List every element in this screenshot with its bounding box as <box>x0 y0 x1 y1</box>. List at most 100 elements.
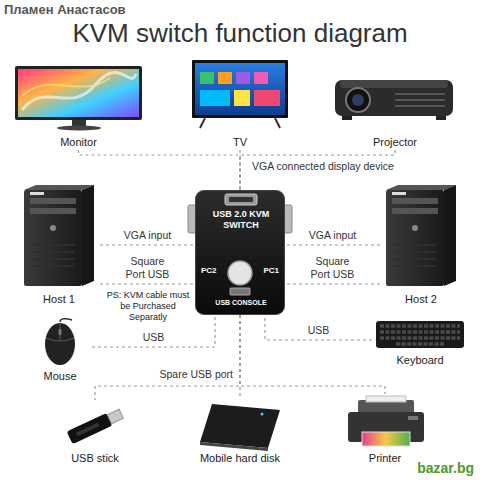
projector-picture <box>335 80 453 120</box>
device-label: Mouse <box>43 369 76 383</box>
tower-logo <box>30 192 44 195</box>
vga-port <box>225 194 257 205</box>
picture-space <box>336 394 434 448</box>
monitor-swirl <box>22 78 110 96</box>
picture-space <box>330 62 460 132</box>
device-node: Monitor <box>12 62 145 150</box>
keyboard-picture <box>376 321 464 348</box>
tv-tile <box>236 72 250 84</box>
device-node: Host 1 <box>18 183 100 307</box>
monitor-swirl <box>22 72 136 110</box>
device-node: TV <box>185 58 295 150</box>
pc-label: PC1 <box>263 266 279 276</box>
host-tower <box>24 185 94 286</box>
usb-stick-body <box>67 413 113 444</box>
tower-power <box>412 225 418 231</box>
tower-front <box>386 190 444 286</box>
printer-photo <box>362 432 410 446</box>
monitor-screen <box>18 69 139 117</box>
vga-port-inner <box>229 197 253 202</box>
tower-power <box>50 225 56 231</box>
connector-label: Square Port USB <box>306 255 360 281</box>
printer-picture <box>348 396 424 446</box>
device-node: Host 2 <box>380 183 462 307</box>
printer-paper-in <box>366 396 406 402</box>
tower-bay <box>30 208 76 214</box>
projector-top <box>340 80 448 88</box>
picture-space <box>380 183 462 289</box>
picture-space <box>28 318 92 366</box>
hard-disk-led <box>261 413 264 416</box>
device-label: USB stick <box>71 451 119 465</box>
device-label: Projector <box>373 135 417 149</box>
picture-space <box>52 400 138 448</box>
connector-line <box>285 244 380 245</box>
device-node: Mobile hard disk <box>182 398 298 466</box>
mouse-cord <box>60 319 72 322</box>
device-label: Printer <box>369 451 401 465</box>
monitor-picture <box>15 66 142 131</box>
picture-space <box>18 183 100 289</box>
connector-line <box>100 283 195 284</box>
usb-stick-picture <box>67 407 125 444</box>
tower-side <box>444 185 456 286</box>
mouse-buttons <box>46 324 74 341</box>
projector-vents <box>395 94 445 106</box>
device-node: USB stick <box>52 400 138 466</box>
tv-frame <box>192 60 288 118</box>
tower-bay <box>392 198 438 204</box>
mouse-wheel <box>59 329 62 335</box>
connector-line <box>79 150 241 190</box>
tower-logo <box>392 192 406 195</box>
projector-lens <box>346 88 370 112</box>
connector-line <box>100 244 195 245</box>
tv-legs <box>200 118 280 128</box>
projector-foot <box>342 116 352 120</box>
hard-disk-edge <box>200 442 268 451</box>
tv-tile <box>254 72 268 84</box>
projector-foot <box>436 116 446 120</box>
device-label: Host 2 <box>405 292 437 306</box>
tower-grill <box>394 245 436 266</box>
tv-tile <box>234 90 250 106</box>
watermark: bazar.bg <box>417 460 474 476</box>
connector-line <box>95 315 240 400</box>
device-node: Keyboard <box>372 318 468 368</box>
device-label: Monitor <box>60 135 97 149</box>
note-label: PS: KVM cable must be Purchased Separatl… <box>103 290 193 323</box>
usb-port <box>230 288 250 295</box>
device-node: Mouse <box>28 318 92 384</box>
connector-label: USB <box>306 324 332 337</box>
pc-label: PC2 <box>201 266 217 276</box>
connector-label: VGA input <box>307 229 358 242</box>
device-node: Printer <box>336 394 434 466</box>
picture-space <box>12 62 145 132</box>
tower-side <box>24 185 94 190</box>
mouse-picture <box>45 319 75 365</box>
picture-space <box>372 318 468 350</box>
tv-tile <box>200 72 214 84</box>
watermark: Пламен Анастасов <box>4 2 126 17</box>
tv-screen <box>195 63 285 115</box>
vga-connector <box>284 205 292 233</box>
projector-glass <box>352 94 364 106</box>
connector-line <box>285 283 380 284</box>
connector-line <box>240 150 395 190</box>
tower-front <box>24 190 82 286</box>
usb-stick-stripe <box>76 422 99 436</box>
tower-bay <box>30 198 76 204</box>
mouse-body <box>45 323 75 365</box>
device-label: Keyboard <box>396 353 443 367</box>
connector-line <box>265 315 372 340</box>
keyboard-keys <box>380 326 460 344</box>
printer-panel <box>408 416 418 420</box>
host-tower <box>386 185 456 286</box>
tower-grill <box>32 245 74 266</box>
tv-tile <box>218 72 232 84</box>
picture-space <box>182 398 298 448</box>
connector-label: USB <box>141 331 167 344</box>
device-title: USB 2.0 KVM SWITCH <box>201 209 281 231</box>
tv-picture <box>192 60 288 128</box>
note-label: VGA connected display device <box>250 160 396 172</box>
